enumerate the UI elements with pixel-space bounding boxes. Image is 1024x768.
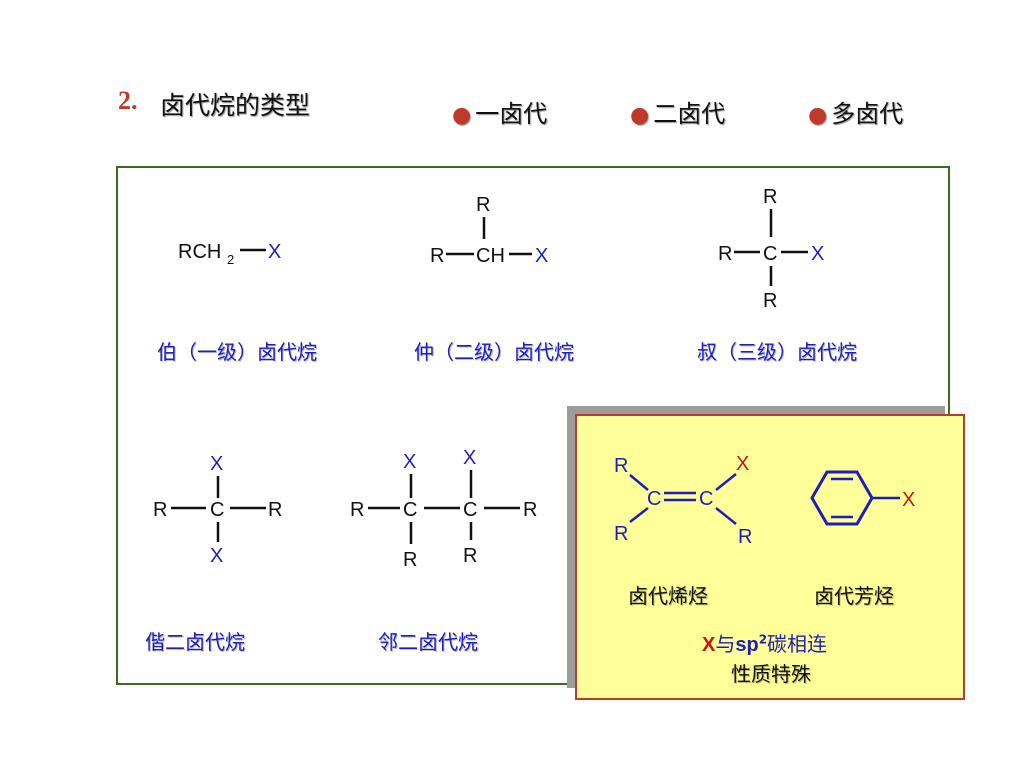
geminal-c: C xyxy=(210,499,224,521)
label-aryl: 卤代芳烃 xyxy=(814,584,894,608)
vicinal-r-left: R xyxy=(350,499,364,521)
note-line2: 性质特殊 xyxy=(731,662,811,686)
secondary-ch: CH xyxy=(476,245,505,267)
bullet-dot-icon: ● xyxy=(452,103,472,128)
vicinal-c1: C xyxy=(403,499,417,521)
note-rest: 碳相连 xyxy=(767,632,828,656)
vinyl-r3: R xyxy=(738,526,752,548)
vicinal-r-right: R xyxy=(523,499,537,521)
label-vinyl: 卤代烯烃 xyxy=(628,584,708,608)
note-sup: 2 xyxy=(758,632,768,647)
note-sp: sp xyxy=(735,634,759,656)
label-vicinal: 邻二卤代烷 xyxy=(378,630,478,654)
structure-vicinal: X X R C C R R R xyxy=(350,447,537,571)
primary-rch: RCH xyxy=(178,241,221,263)
structure-vinyl: R R C C X R xyxy=(614,453,752,548)
tertiary-r-bottom: R xyxy=(763,290,777,312)
aryl-x: X xyxy=(902,489,915,511)
label-primary: 伯（一级）卤代烷 xyxy=(157,340,317,364)
bullet-poly: ●多卤代 xyxy=(808,94,903,129)
bullet-dot-icon: ● xyxy=(630,103,650,128)
note-mid: 与 xyxy=(715,632,736,656)
section-title: 卤代烷的类型 xyxy=(160,91,311,120)
primary-sub: 2 xyxy=(227,252,234,267)
vinyl-r2: R xyxy=(614,523,628,545)
bullet-di-label: 二卤代 xyxy=(653,100,726,128)
geminal-r-left: R xyxy=(153,499,167,521)
vicinal-r-b1: R xyxy=(403,549,417,571)
tertiary-r-top: R xyxy=(763,186,777,208)
vicinal-x1: X xyxy=(403,451,416,473)
structure-secondary: R R CH X xyxy=(430,194,548,267)
section-number: 2. xyxy=(118,86,138,115)
geminal-x-bottom: X xyxy=(210,545,223,567)
vinyl-x: X xyxy=(736,453,749,475)
note-line1: X与sp2碳相连 xyxy=(702,628,827,657)
vicinal-x2: X xyxy=(463,447,476,469)
structure-geminal: X R C R X xyxy=(153,453,282,567)
bullet-poly-label: 多卤代 xyxy=(831,100,904,128)
structure-aryl: X xyxy=(810,470,915,526)
vicinal-r-b2: R xyxy=(463,545,477,567)
secondary-r-left: R xyxy=(430,245,444,267)
bullet-di: ●二卤代 xyxy=(630,94,725,129)
secondary-x: X xyxy=(535,245,548,267)
label-tertiary: 叔（三级）卤代烷 xyxy=(697,340,857,364)
tertiary-x: X xyxy=(811,243,824,265)
label-secondary: 仲（二级）卤代烷 xyxy=(414,340,574,364)
vinyl-r1: R xyxy=(614,455,628,477)
bullet-mono-label: 一卤代 xyxy=(475,100,548,128)
label-geminal: 偕二卤代烷 xyxy=(145,630,245,654)
secondary-r-top: R xyxy=(476,194,490,216)
vinyl-c1: C xyxy=(647,488,661,510)
primary-x: X xyxy=(268,241,281,263)
structure-primary: RCH 2 X xyxy=(178,241,281,267)
structure-tertiary: R R C X R xyxy=(718,186,824,312)
tertiary-c: C xyxy=(763,243,777,265)
yellow-box xyxy=(575,414,965,700)
bullet-dot-icon: ● xyxy=(808,103,828,128)
geminal-x-top: X xyxy=(210,453,223,475)
note-x: X xyxy=(702,634,716,656)
tertiary-r-left: R xyxy=(718,243,732,265)
vinyl-c2: C xyxy=(699,488,713,510)
vicinal-c2: C xyxy=(463,499,477,521)
bullet-mono: ●一卤代 xyxy=(452,94,547,129)
geminal-r-right: R xyxy=(268,499,282,521)
